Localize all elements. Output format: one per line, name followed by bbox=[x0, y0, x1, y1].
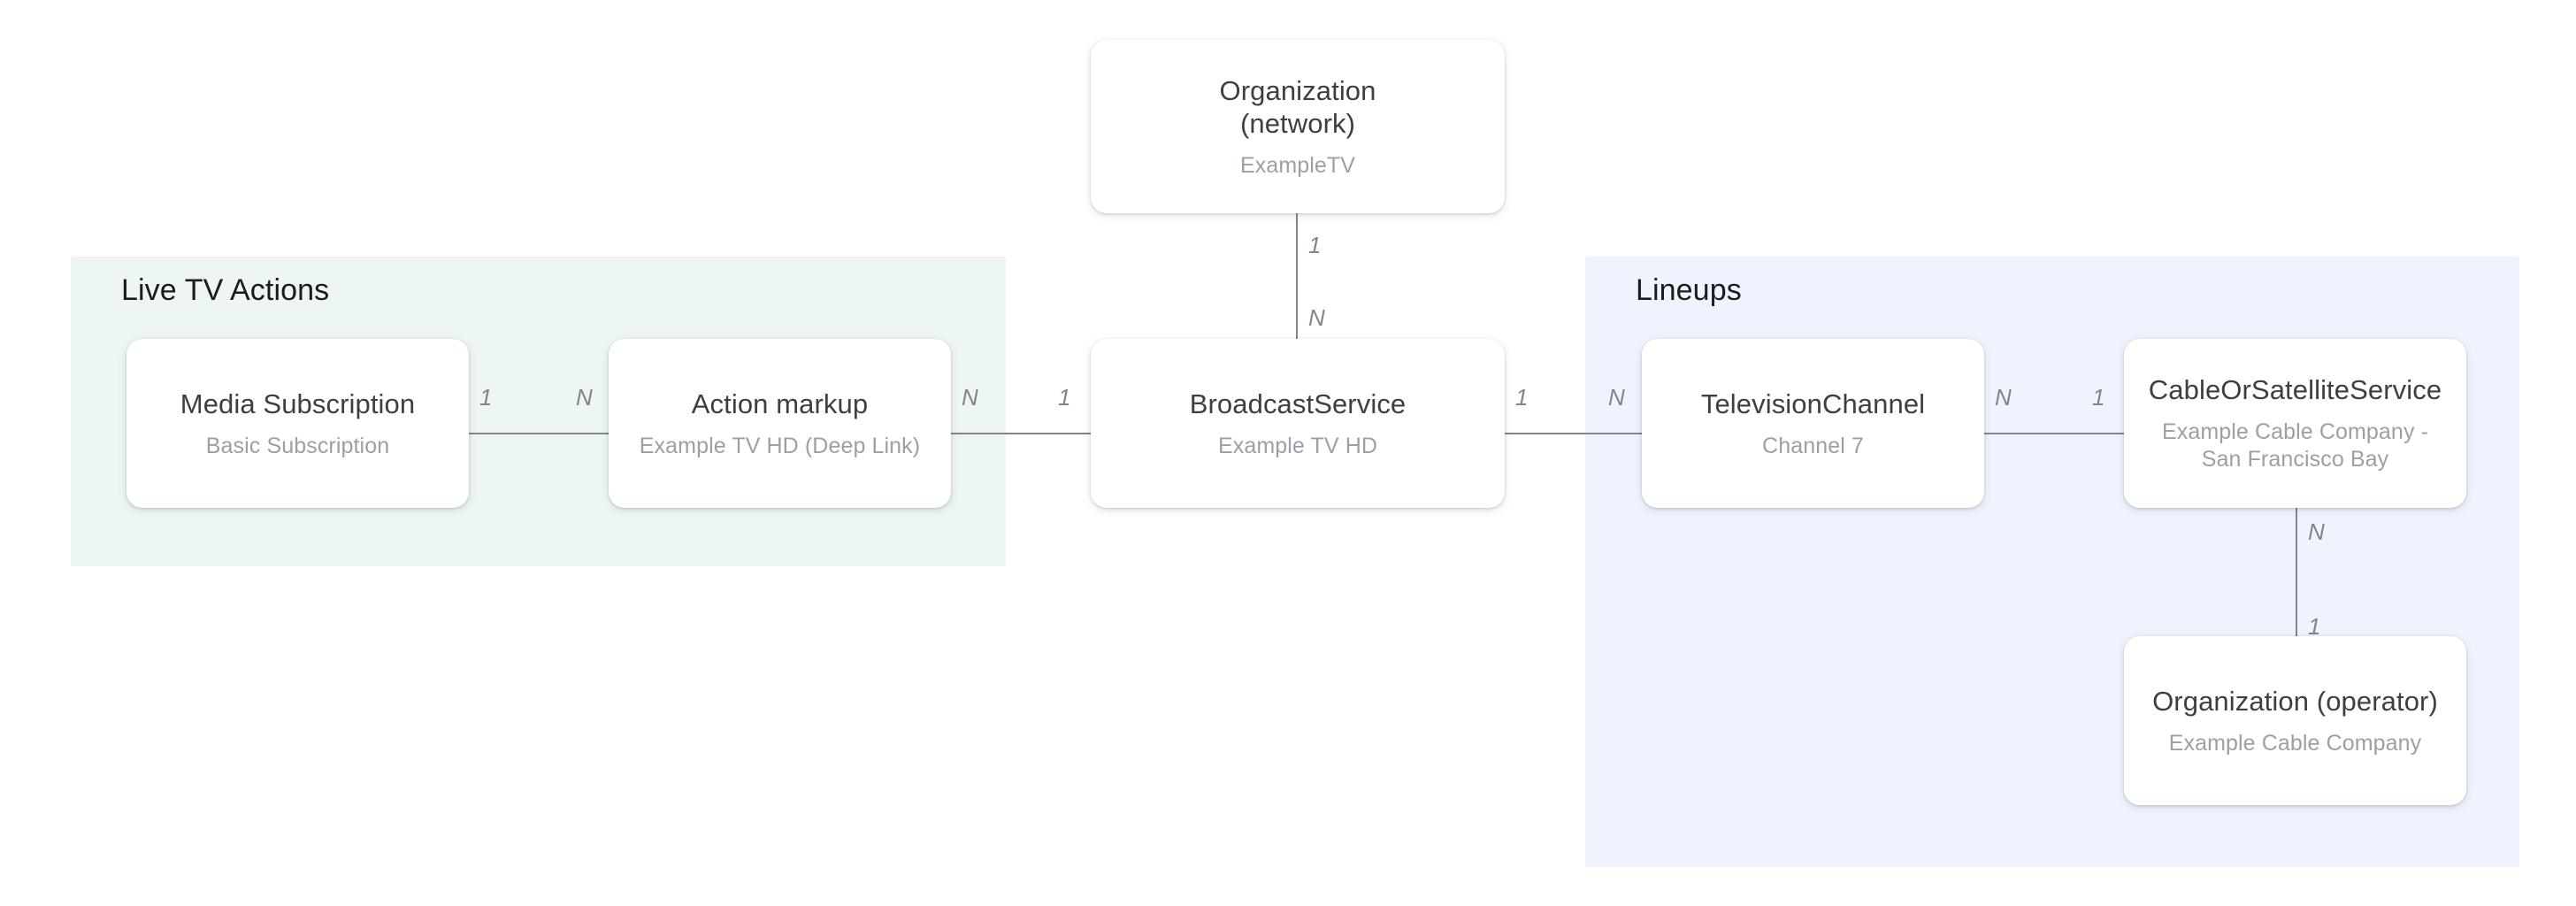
connector-cable-or-satellite-service-to-organization-operator bbox=[2296, 508, 2297, 636]
cardinality-label-broadcast-1-in: 1 bbox=[1058, 384, 1071, 411]
cardinality-label-tv-channel-n-in: N bbox=[1608, 384, 1625, 411]
entity-subtitle-organization-network: ExampleTV bbox=[1239, 152, 1356, 178]
entity-subtitle-television-channel: Channel 7 bbox=[1762, 433, 1864, 458]
entity-title-organization-operator: Organization (operator) bbox=[2152, 685, 2438, 717]
entity-title-cable-or-satellite-service: CableOrSatelliteService bbox=[2148, 374, 2442, 405]
cardinality-label-action-markup-n-in: N bbox=[576, 384, 593, 411]
cardinality-label-media-sub-1: 1 bbox=[479, 384, 493, 411]
group-title-lineups: Lineups bbox=[1636, 273, 1742, 307]
entity-card-organization-operator[interactable]: Organization (operator) Example Cable Com… bbox=[2124, 636, 2466, 805]
cardinality-label-org-network-1: 1 bbox=[1308, 232, 1322, 258]
connector-media-subscription-to-action-markup bbox=[469, 433, 609, 434]
connector-television-channel-to-cable-or-satellite-service bbox=[1984, 433, 2124, 434]
connector-broadcast-service-to-television-channel bbox=[1505, 433, 1642, 434]
entity-subtitle-cable-or-satellite-service: Example Cable Company - San Francisco Ba… bbox=[2161, 419, 2429, 472]
entity-title-organization-network: Organization (network) bbox=[1219, 74, 1376, 139]
entity-title-broadcast-service: BroadcastService bbox=[1189, 388, 1407, 419]
cardinality-label-org-operator-1: 1 bbox=[2308, 613, 2321, 640]
entity-subtitle-broadcast-service: Example TV HD bbox=[1217, 433, 1378, 458]
entity-title-media-subscription: Media Subscription bbox=[180, 388, 416, 419]
cardinality-label-broadcast-1-out: 1 bbox=[1515, 384, 1529, 411]
entity-title-television-channel: TelevisionChannel bbox=[1700, 388, 1926, 419]
cardinality-label-action-markup-n-out: N bbox=[962, 384, 978, 411]
cardinality-label-cable-1-in: 1 bbox=[2092, 384, 2105, 411]
entity-card-organization-network[interactable]: Organization (network) ExampleTV bbox=[1091, 40, 1505, 213]
entity-subtitle-action-markup: Example TV HD (Deep Link) bbox=[639, 433, 921, 458]
entity-title-action-markup: Action markup bbox=[691, 388, 869, 419]
group-title-live-tv-actions: Live TV Actions bbox=[121, 273, 330, 307]
cardinality-label-tv-channel-n-out: N bbox=[1995, 384, 2012, 411]
cardinality-label-org-network-n: N bbox=[1308, 304, 1325, 331]
connector-action-markup-to-broadcast-service bbox=[951, 433, 1091, 434]
cardinality-label-cable-n-down: N bbox=[2308, 518, 2325, 545]
entity-subtitle-media-subscription: Basic Subscription bbox=[205, 433, 390, 458]
connector-organization-network-to-broadcast-service bbox=[1296, 213, 1298, 339]
entity-subtitle-organization-operator: Example Cable Company bbox=[2168, 730, 2422, 756]
